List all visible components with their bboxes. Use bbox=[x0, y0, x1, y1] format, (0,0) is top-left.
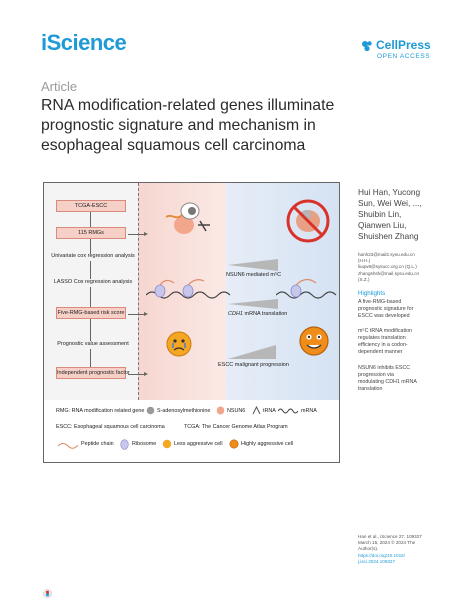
corresponding-emails[interactable]: hanh23@mail2.sysu.edu.cn (H.H.) liuqw8@s… bbox=[358, 252, 420, 282]
less-aggressive-cell-illustration bbox=[166, 331, 192, 357]
legend-mrna: mRNA bbox=[301, 408, 317, 414]
flow-step-lasso: LASSO Cox regression analysis bbox=[53, 279, 133, 285]
legend-nsun6: NSUN6 bbox=[227, 408, 246, 414]
legend-highly-aggressive: Highly aggressive cell bbox=[241, 441, 294, 447]
flow-step-rmgs: 115 RMGs bbox=[56, 227, 126, 239]
arrow-rmgs bbox=[128, 231, 148, 236]
crossmark-icon[interactable] bbox=[43, 589, 52, 598]
nsun6-m5c-label: NSUN6 mediated m⁵C bbox=[226, 272, 282, 278]
highlight-item: A five-RMG-based prognostic signature fo… bbox=[358, 299, 414, 319]
legend-escc: ESCC: Esophageal squamous cell carcinoma bbox=[56, 424, 165, 430]
flow-connector bbox=[90, 239, 91, 254]
citation-block: Han et al., iScience 27, 109327 March 15… bbox=[358, 534, 422, 564]
arrow-risk-score bbox=[128, 311, 148, 316]
journal-name: iScience bbox=[41, 30, 127, 55]
article-title-line-3: esophageal squamous cell carcinoma bbox=[41, 137, 306, 154]
ribosome-icon bbox=[120, 439, 129, 450]
flow-step-univariate: Univariate cox regression analysis bbox=[51, 253, 135, 259]
flow-connector bbox=[90, 319, 91, 341]
cellpress-logo[interactable]: CellPress OPEN ACCESS bbox=[361, 38, 433, 63]
flow-connector bbox=[90, 212, 91, 227]
article-type-label: Article bbox=[41, 79, 78, 94]
mrna-ribosome-left bbox=[146, 279, 231, 299]
highly-aggressive-cell-icon bbox=[229, 439, 239, 449]
flow-connector bbox=[90, 287, 91, 307]
legend-rmg: RMG: RNA modification related gene bbox=[56, 408, 145, 414]
mrna-icon bbox=[278, 408, 298, 414]
peptide-chain-icon bbox=[58, 443, 78, 449]
trna-icon bbox=[252, 406, 261, 415]
progression-level-wedge bbox=[228, 345, 276, 359]
legend-less-aggressive: Less aggressive cell bbox=[174, 441, 223, 447]
cellpress-mark-icon bbox=[362, 41, 372, 52]
nsun6-level-wedge bbox=[228, 259, 278, 271]
flow-connector bbox=[90, 349, 91, 367]
flow-step-tcga: TCGA-ESCC bbox=[56, 200, 126, 212]
nsun6-inhibited-illustration bbox=[286, 199, 330, 243]
highlight-item: m⁵C tRNA modification regulates translat… bbox=[358, 328, 413, 355]
legend-sam: S-adenosylmethionine bbox=[157, 408, 211, 414]
legend-tcga: TCGA: The Cancer Genome Atlas Program bbox=[184, 424, 288, 430]
sam-icon bbox=[146, 406, 155, 415]
escc-progression-label: ESCC malignant progression bbox=[218, 362, 289, 368]
doi-link[interactable]: https://doi.org/10.1016/ bbox=[358, 552, 405, 558]
legend-trna: tRNA bbox=[263, 408, 276, 414]
panel-divider bbox=[138, 183, 139, 400]
highly-aggressive-cell-illustration bbox=[299, 326, 329, 356]
arrow-independent bbox=[128, 371, 148, 376]
article-title-line-1: RNA modification-related genes illuminat… bbox=[41, 97, 335, 114]
cdh1-translation-label: CDH1 mRNA translation bbox=[228, 311, 288, 317]
legend-peptide: Peptide chain bbox=[81, 441, 114, 447]
flow-step-independent-factor: Independent prognostic factor bbox=[56, 367, 130, 379]
flow-step-risk-score: Five-RMG-based risk score bbox=[56, 307, 126, 319]
open-access-label: OPEN ACCESS bbox=[377, 53, 431, 60]
flow-step-prognostic-value: Prognostic value assessment bbox=[57, 341, 129, 347]
article-title-line-2: prognostic signature and mechanism in bbox=[41, 117, 316, 134]
highlight-item: NSUN6 inhibits ESCC progression via modu… bbox=[358, 365, 417, 392]
highlights-heading: Highlights bbox=[358, 290, 386, 297]
author-list: Hui Han, Yucong Sun, Wei Wei, ..., Shuib… bbox=[358, 187, 422, 241]
abstract-legend: RMG: RNA modification related gene S-ade… bbox=[44, 400, 339, 462]
graphical-abstract: TCGA-ESCC 115 RMGs Univariate cox regres… bbox=[43, 182, 340, 463]
mrna-ribosome-right bbox=[276, 278, 337, 299]
legend-ribosome: Ribosome bbox=[132, 441, 157, 447]
nsun6-icon bbox=[216, 406, 225, 415]
publisher-name: CellPress bbox=[376, 38, 431, 52]
doi-link[interactable]: j.isci.2024.109327 bbox=[358, 558, 396, 564]
flow-connector bbox=[90, 261, 91, 279]
workflow-panel bbox=[44, 183, 138, 400]
less-aggressive-cell-icon bbox=[162, 439, 172, 449]
translation-level-wedge bbox=[228, 299, 278, 309]
nsun6-enzyme-illustration bbox=[165, 202, 210, 234]
